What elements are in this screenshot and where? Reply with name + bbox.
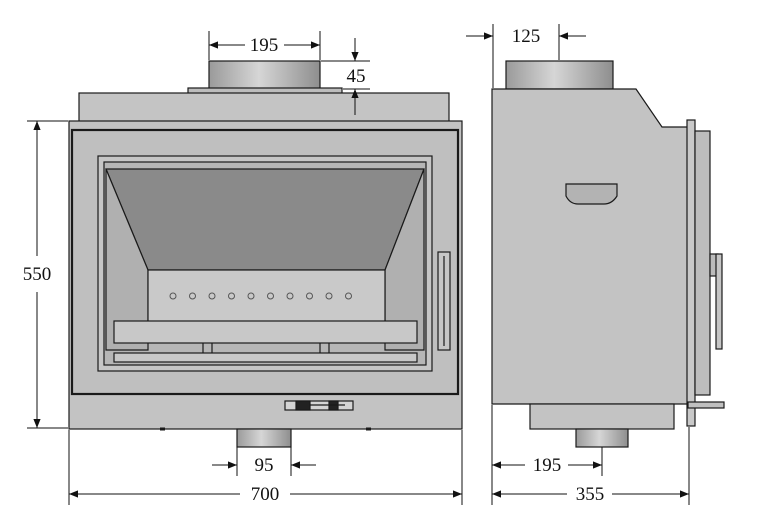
air-hole (286, 292, 294, 300)
air-hole (325, 292, 333, 300)
air-hole (306, 292, 313, 300)
side-bottom-inlet (575, 428, 629, 448)
front-air-control-knob (295, 400, 311, 411)
label-side-depth: 355 (576, 484, 605, 505)
front-top-housing (78, 92, 450, 123)
air-hole (189, 292, 196, 300)
air-hole (169, 292, 177, 300)
air-hole (345, 292, 352, 300)
side-top-flue (505, 60, 614, 90)
dimension-labels: 195 45 125 550 95 700 195 355 (23, 26, 605, 505)
front-log-retainer (113, 320, 418, 344)
side-door-glass-profile (694, 130, 711, 396)
air-hole (228, 292, 235, 300)
label-top-flue-width: 195 (250, 35, 279, 56)
front-ash-lip (113, 352, 418, 363)
air-hole (247, 292, 255, 300)
front-view (68, 60, 463, 448)
label-front-height: 550 (23, 264, 52, 285)
dimension-lines (27, 24, 690, 505)
front-firebox-back-panel (147, 269, 386, 323)
side-door-handle-grip (715, 253, 723, 350)
label-side-flue-width: 125 (512, 26, 541, 47)
side-carry-handle-recess (565, 183, 618, 205)
side-view (491, 60, 725, 448)
air-hole (208, 292, 216, 300)
label-front-width: 700 (251, 484, 280, 505)
label-top-flue-height: 45 (347, 66, 366, 87)
air-hole (267, 292, 274, 300)
side-door-frame (686, 119, 696, 427)
label-side-bottom-inlet: 195 (533, 455, 562, 476)
front-firebox-baffle (105, 168, 425, 271)
side-body (491, 88, 689, 405)
side-air-control-rod (687, 401, 725, 409)
front-bottom-inlet (236, 428, 292, 448)
side-base (529, 403, 675, 430)
front-top-flue-collar (208, 60, 321, 90)
front-air-holes (169, 292, 352, 300)
label-bottom-inlet-width: 95 (255, 455, 274, 476)
front-firebox-left-wall (105, 168, 149, 351)
front-firebox-right-wall (384, 168, 425, 351)
